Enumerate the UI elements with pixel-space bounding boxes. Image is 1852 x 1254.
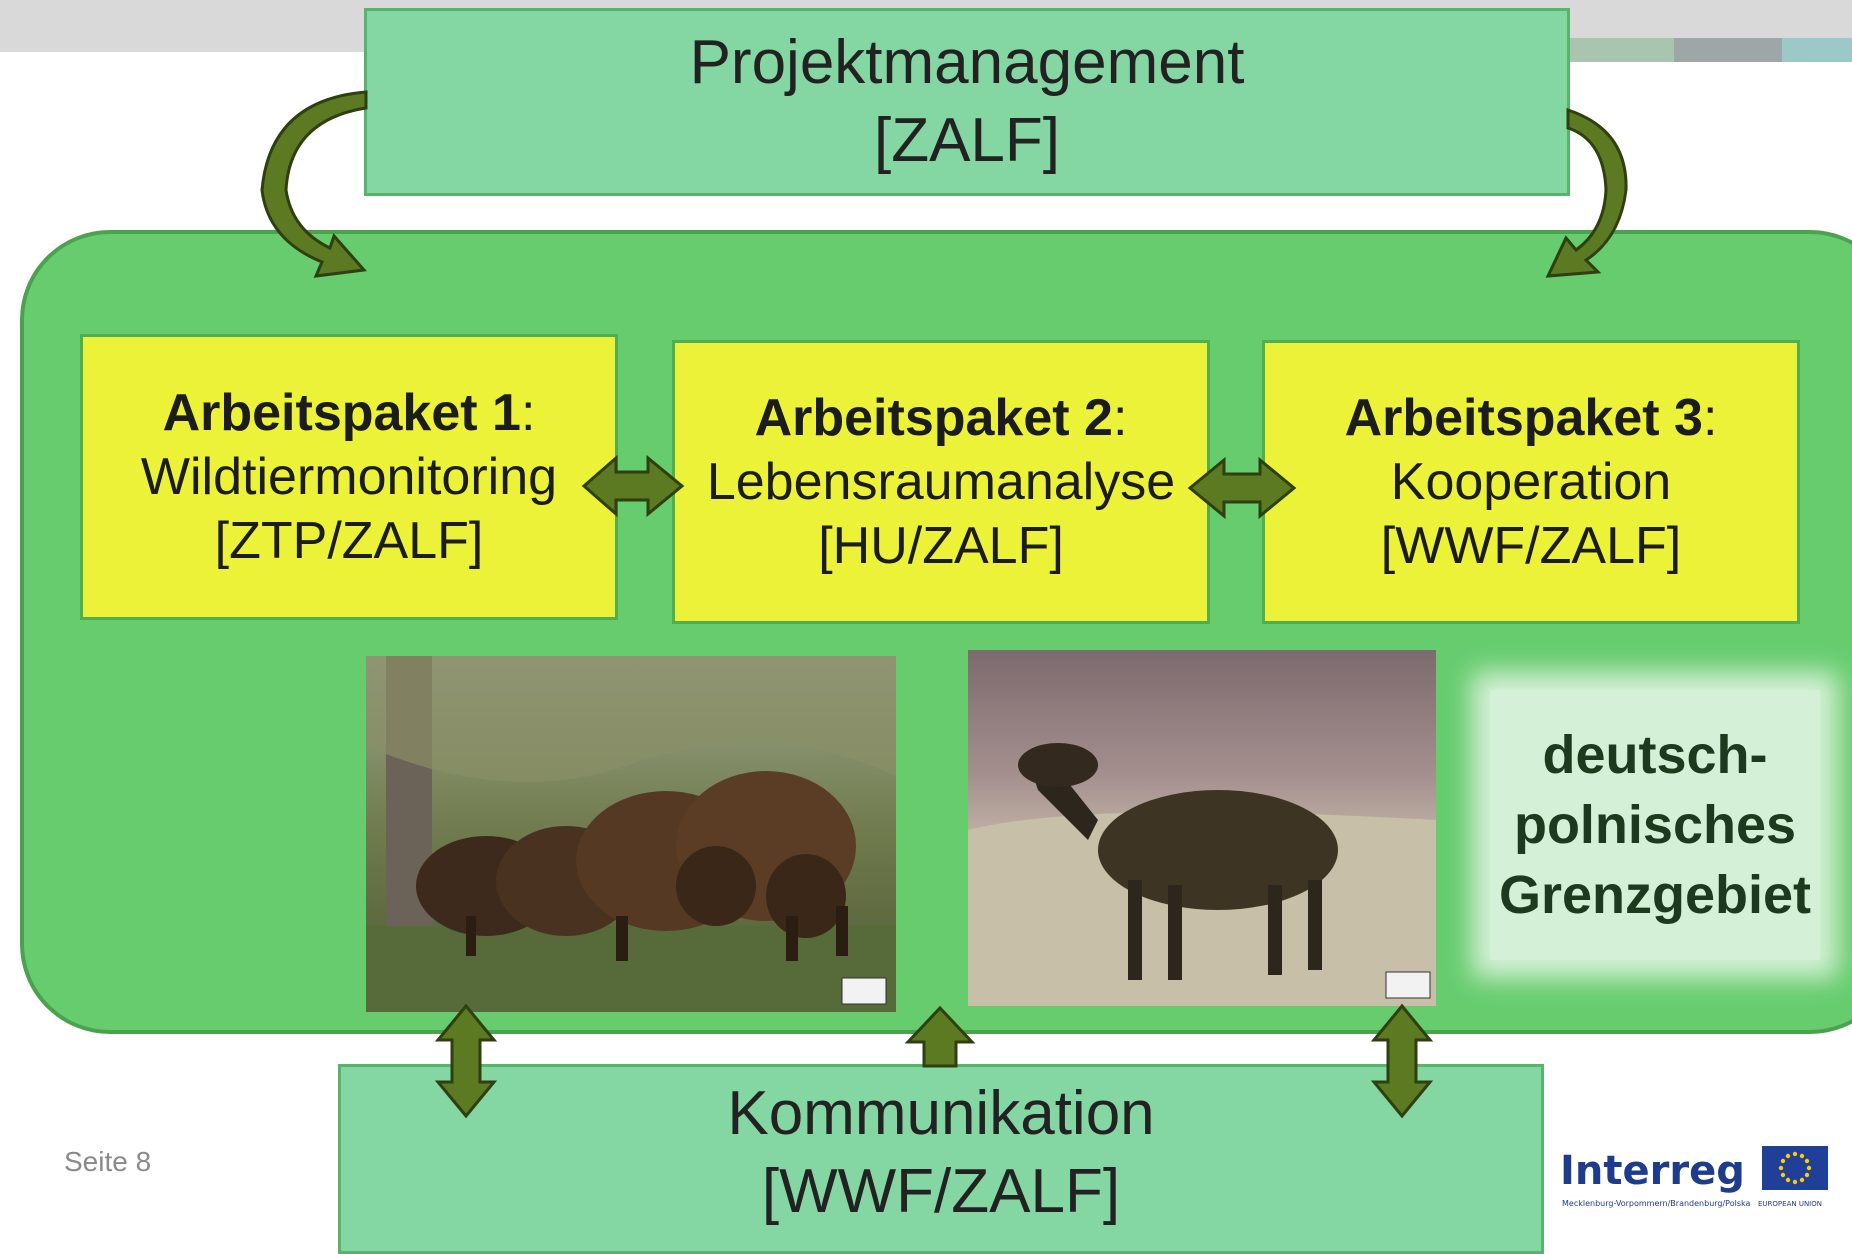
- eu-stars-icon: [1778, 1151, 1812, 1185]
- work-package-3-partner: [WWF/ZALF]: [1380, 517, 1682, 575]
- vertical-arrow-left: [434, 1003, 498, 1119]
- double-arrow-ap2-ap3: [1187, 456, 1297, 520]
- project-management-title: Projektmanagement: [689, 28, 1245, 97]
- moose-image: [968, 650, 1436, 1006]
- work-package-3-box: Arbeitspaket 3: Kooperation [WWF/ZALF]: [1262, 340, 1800, 624]
- border-region-line1: deutsch-: [1542, 725, 1768, 785]
- work-package-1-label: Arbeitspaket 1: [162, 384, 521, 442]
- project-management-partner: [ZALF]: [873, 106, 1061, 175]
- border-region-label: deutsch- polnisches Grenzgebiet: [1490, 690, 1820, 960]
- work-package-2-partner: [HU/ZALF]: [818, 517, 1064, 575]
- interreg-logo: Interreg Mecklenburg-Vorpommern/Brandenb…: [1544, 1140, 1844, 1234]
- work-package-1-partner: [ZTP/ZALF]: [214, 512, 484, 570]
- curved-arrow-right: [1545, 107, 1628, 278]
- bison-herd-photo: [366, 656, 896, 1012]
- vertical-arrow-right: [1370, 1003, 1434, 1119]
- up-arrow-center: [904, 1005, 976, 1068]
- curved-arrow-left: [260, 90, 368, 278]
- colon: :: [520, 384, 536, 442]
- moose-photo: [968, 650, 1436, 1006]
- communication-box: Kommunikation [WWF/ZALF]: [338, 1064, 1544, 1254]
- page-number: Seite 8: [64, 1146, 152, 1177]
- top-stripe: [1570, 38, 1674, 62]
- communication-title: Kommunikation: [727, 1079, 1155, 1148]
- bison-herd-image: [366, 656, 896, 1012]
- top-stripe: [1782, 38, 1852, 62]
- top-stripe: [1674, 38, 1782, 62]
- work-package-3-label: Arbeitspaket 3: [1344, 389, 1703, 447]
- double-arrow-ap1-ap2: [581, 454, 685, 518]
- communication-partner: [WWF/ZALF]: [761, 1157, 1121, 1226]
- border-region-line2: polnisches: [1513, 795, 1797, 855]
- border-region-line3: Grenzgebiet: [1498, 865, 1812, 925]
- eu-caption: EUROPEAN UNION: [1758, 1200, 1822, 1208]
- colon: :: [1702, 389, 1718, 447]
- work-package-2-label: Arbeitspaket 2: [754, 389, 1113, 447]
- colon: :: [1112, 389, 1128, 447]
- interreg-region-caption: Mecklenburg-Vorpommern/Brandenburg/Polsk…: [1562, 1199, 1751, 1208]
- interreg-brand-text: Interreg: [1560, 1148, 1745, 1194]
- work-package-2-topic: Lebensraumanalyse: [706, 453, 1176, 511]
- work-package-3-topic: Kooperation: [1390, 453, 1672, 511]
- interreg-logo-graphic: Interreg Mecklenburg-Vorpommern/Brandenb…: [1560, 1146, 1828, 1208]
- work-package-1-box: Arbeitspaket 1: Wildtiermonitoring [ZTP/…: [80, 334, 618, 620]
- work-package-1-topic: Wildtiermonitoring: [140, 448, 558, 506]
- project-management-box: Projektmanagement [ZALF]: [364, 8, 1570, 196]
